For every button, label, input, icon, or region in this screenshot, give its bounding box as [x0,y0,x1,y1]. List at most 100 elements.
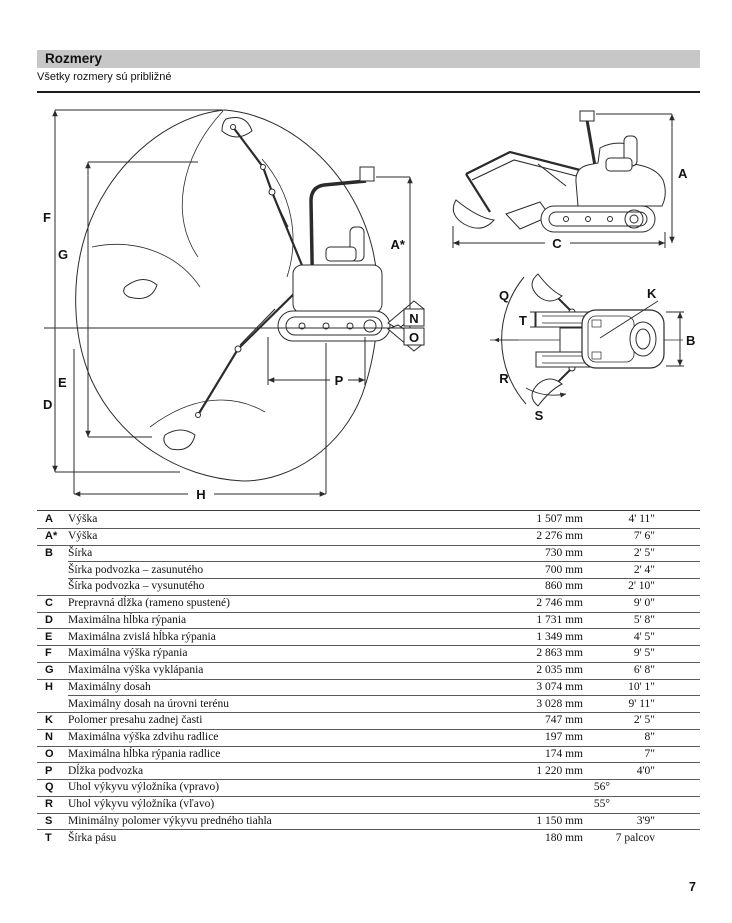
row-label: Šírka pásu [68,831,117,844]
table-row: Q Uhol výkyvu výložníka (vpravo) 56° [37,779,700,796]
table-row: Šírka podvozka – zasunutého 700 mm 2' 4" [37,561,700,578]
row-label: Polomer presahu zadnej časti [68,714,203,727]
row-metric-value: 3 074 mm [536,680,583,693]
row-metric-value: 730 mm [544,546,583,559]
dim-label-r: R [499,371,509,386]
row-key: N [45,731,53,744]
row-imperial-value: 3'9" [636,814,655,827]
row-imperial-value: 7 palcov [615,831,655,844]
row-key: T [45,831,52,844]
row-metric-value: 747 mm [544,714,583,727]
row-key: C [45,597,53,610]
section-title: Rozmery [45,51,103,66]
dim-label-s: S [535,408,544,423]
row-label: Maximálny dosah na úrovni terénu [68,697,229,710]
row-metric-value: 700 mm [544,563,583,576]
working-range-diagram: F G E D A* N O P H [43,109,425,502]
row-angle-value: 56° [593,781,610,794]
page-number: 7 [689,880,696,894]
row-key: P [45,764,53,777]
row-key: B [45,546,53,559]
row-metric-value: 1 731 mm [536,613,583,626]
row-imperial-value: 2' 10" [628,580,655,593]
table-row: P Dĺžka podvozka 1 220 mm 4'0" [37,762,700,779]
row-label: Maximálny dosah [68,680,151,693]
row-label: Maximálna hĺbka rýpania radlice [68,747,221,760]
row-imperial-value: 9' 11" [628,697,655,710]
dim-label-a-star: A* [391,237,406,252]
row-key: A* [45,530,58,543]
row-metric-value: 860 mm [544,580,583,593]
row-imperial-value: 7' 6" [633,530,655,543]
dim-label-q: Q [499,288,509,303]
row-imperial-value: 9' 0" [633,597,655,610]
dim-label-n: N [409,311,418,326]
excavator-topview-art [490,273,683,407]
row-imperial-value: 9' 5" [633,647,655,660]
row-imperial-value: 2' 5" [633,546,655,559]
table-row: F Maximálna výška rýpania 2 863 mm 9' 5" [37,645,700,662]
row-key: A [45,513,53,526]
row-key: D [45,613,53,626]
row-label: Výška [68,513,98,526]
section-subtitle: Všetky rozmery sú približné [37,71,172,83]
dimension-lines [525,311,684,398]
row-label: Maximálna hĺbka rýpania [68,613,187,626]
row-imperial-value: 5' 8" [633,613,655,626]
row-label: Šírka podvozka – zasunutého [68,563,204,576]
dimension-lines [44,109,425,497]
dim-label-a: A [678,166,688,181]
row-metric-value: 3 028 mm [536,697,583,710]
dim-label-b: B [686,333,695,348]
row-label: Maximálna výška rýpania [68,647,188,660]
row-metric-value: 2 276 mm [536,530,583,543]
dim-label-k: K [647,286,657,301]
table-row: D Maximálna hĺbka rýpania 1 731 mm 5' 8" [37,611,700,629]
row-metric-value: 1 507 mm [536,513,583,526]
row-label: Uhol výkyvu výložníka (vpravo) [68,781,220,794]
row-label: Maximálna zvislá hĺbka rýpania [68,630,216,643]
excavator-transport-art [452,110,666,233]
row-label: Minimálny polomer výkyvu predného tiahla [68,814,272,827]
row-key: F [45,647,52,660]
table-row: Maximálny dosah na úrovni terénu 3 028 mm… [37,695,700,712]
row-metric-value: 2 035 mm [536,664,583,677]
dim-label-c: C [552,236,562,251]
row-imperial-value: 4'0" [636,764,655,777]
row-imperial-value: 2' 5" [633,714,655,727]
row-metric-value: 197 mm [544,731,583,744]
row-metric-value: 2 863 mm [536,647,583,660]
section-rule [37,91,700,93]
row-imperial-value: 2' 4" [633,563,655,576]
row-key: S [45,814,53,827]
table-row: A* Výška 2 276 mm 7' 6" [37,527,700,545]
row-label: Uhol výkyvu výložníka (vľavo) [68,798,215,811]
row-key: Q [45,781,54,794]
row-label: Šírka podvozka – vysunutého [68,580,205,593]
row-metric-value: 1 220 mm [536,764,583,777]
table-row: Šírka podvozka – vysunutého 860 mm 2' 10" [37,578,700,595]
row-metric-value: 1 349 mm [536,630,583,643]
dim-label-o: O [409,330,419,345]
row-key: R [45,798,53,811]
dim-label-g: G [58,247,68,262]
row-imperial-value: 4' 5" [633,630,655,643]
row-metric-value: 174 mm [544,747,583,760]
row-key: O [45,747,54,760]
row-label: Maximálna výška zdvihu radlice [68,731,219,744]
row-key: G [45,664,54,677]
row-label: Dĺžka podvozka [68,764,144,777]
row-imperial-value: 7" [644,747,655,760]
row-label: Výška [68,530,98,543]
